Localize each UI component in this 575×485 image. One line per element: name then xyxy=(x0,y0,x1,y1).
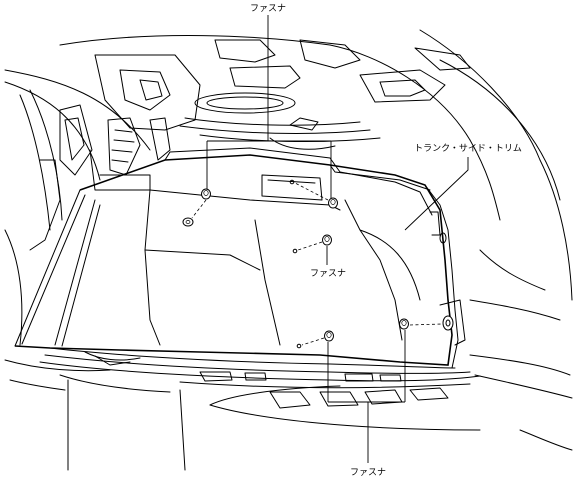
label-trunk-side-trim: トランク・サイド・トリム xyxy=(414,143,522,154)
rear-body-structure xyxy=(4,29,573,372)
leader-fastener-top xyxy=(206,15,332,198)
fastener-top-right xyxy=(289,179,338,209)
fastener-top-left xyxy=(182,188,211,227)
fastener-lower-right xyxy=(399,318,443,330)
leader-trunk-side-trim xyxy=(404,157,469,231)
label-fastener-top: ファスナ xyxy=(250,3,286,14)
trunk-floor-structure xyxy=(9,351,573,471)
rear-body-bracket xyxy=(439,299,466,346)
label-fastener-bottom: ファスナ xyxy=(350,467,386,478)
fastener-lower-middle xyxy=(296,330,334,349)
trunk-side-trim-panel xyxy=(14,147,481,382)
leader-fastener-bottom xyxy=(327,330,406,463)
label-fastener-middle: ファスナ xyxy=(310,268,346,279)
fastener-middle xyxy=(292,234,332,254)
